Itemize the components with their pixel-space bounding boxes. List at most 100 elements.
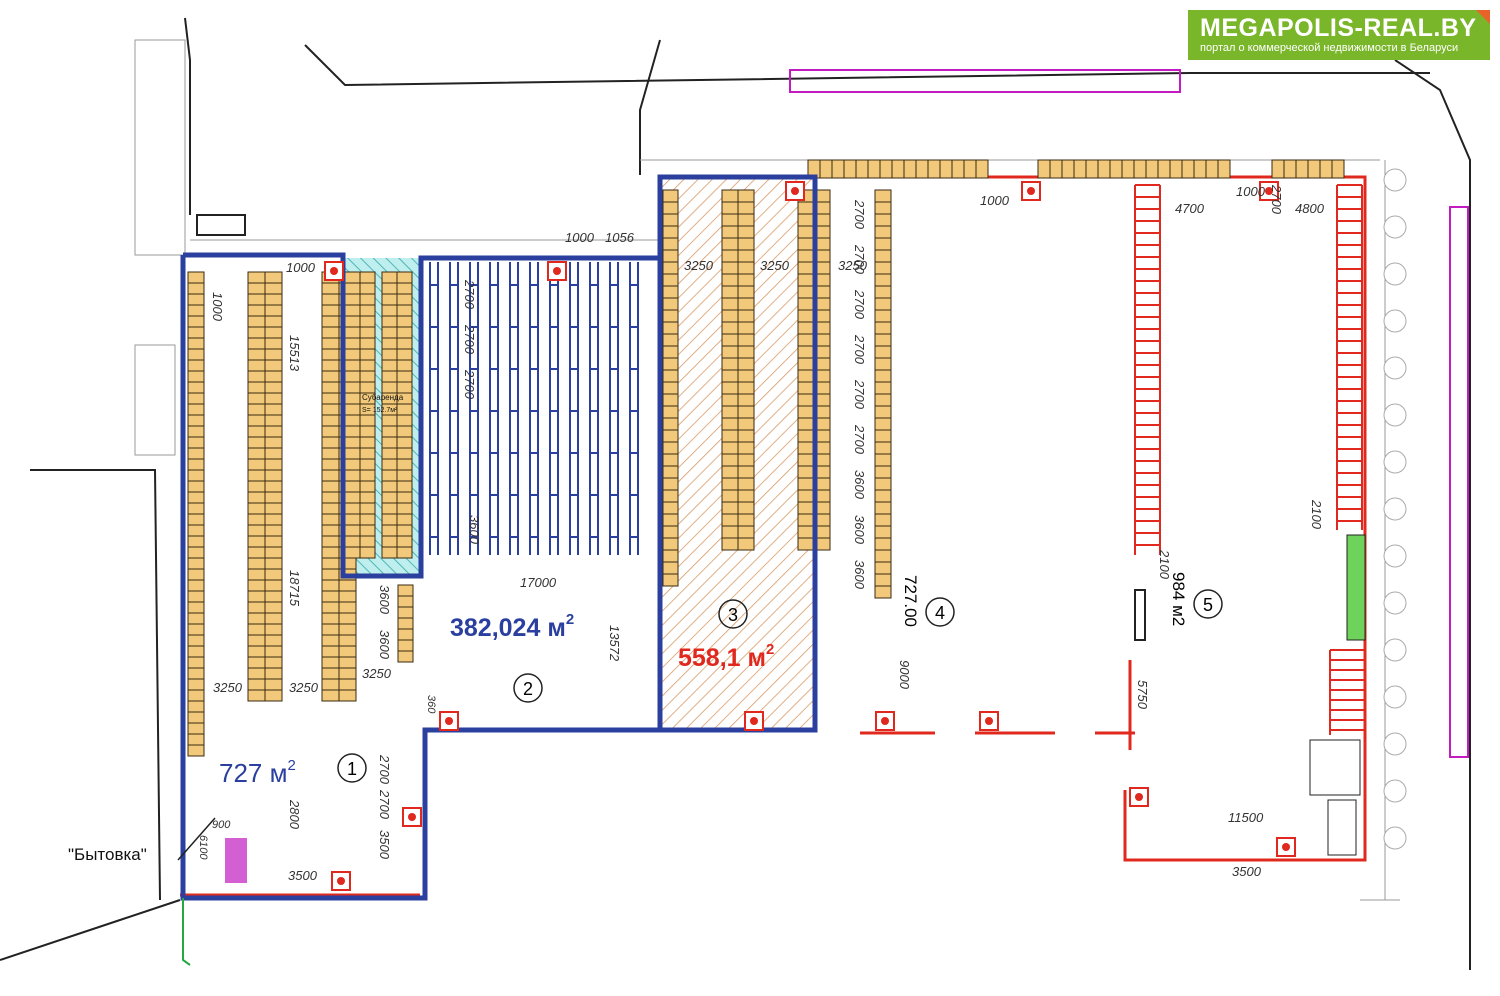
- rack-cell: [843, 159, 857, 179]
- rack-cell: [264, 304, 283, 317]
- dim-3500-a: 3500: [377, 830, 392, 860]
- rack-cell: [264, 282, 283, 295]
- dim-3600-d: 3600: [852, 470, 867, 500]
- rack-cell: [247, 425, 266, 438]
- rack-cell: [359, 524, 376, 537]
- rack-cell: [874, 561, 892, 575]
- rack-cell: [338, 656, 357, 669]
- rack-cell: [737, 441, 755, 455]
- rack-cell: [874, 525, 892, 539]
- rack-cell: [874, 189, 892, 203]
- dim-3250-a: 3250: [213, 680, 243, 695]
- rack-cell: [344, 502, 361, 515]
- rack-cell: [321, 557, 340, 570]
- rack-cell: [831, 159, 845, 179]
- rack-cell: [797, 249, 815, 263]
- rack-cell: [264, 667, 283, 680]
- rack-cell: [321, 689, 340, 702]
- rack-cell: [1283, 159, 1297, 179]
- grid-axis-bubble: [1383, 544, 1407, 568]
- rack-cell: [1097, 159, 1111, 179]
- rack-cell: [344, 436, 361, 449]
- rack-cell: [721, 189, 739, 203]
- rack-cell: [338, 623, 357, 636]
- rack-cell: [721, 213, 739, 227]
- sublease-area-label: S= 152.7м²: [362, 407, 398, 414]
- logo-title: MEGAPOLIS-REAL.BY: [1200, 14, 1477, 42]
- rack-cell: [1133, 159, 1147, 179]
- rack-cell: [187, 711, 205, 724]
- rack-cell: [721, 249, 739, 263]
- rack-cell: [264, 458, 283, 471]
- rack-cell: [874, 537, 892, 551]
- rack-cell: [396, 370, 413, 383]
- rack-cell: [187, 502, 205, 515]
- rack-cell: [396, 425, 413, 438]
- rack-cell: [359, 359, 376, 372]
- rack-cell: [247, 689, 266, 702]
- zone-number-markers: [337, 589, 1223, 783]
- rack-cell: [797, 501, 815, 515]
- rack-cell: [264, 645, 283, 658]
- rack-cell: [264, 326, 283, 339]
- rack-cell: [247, 502, 266, 515]
- dim-17000: 17000: [520, 575, 557, 590]
- zone-1-number: 1: [347, 759, 357, 779]
- parking-strips: [789, 69, 1469, 758]
- rack-cell: [187, 656, 205, 669]
- rack-cell: [187, 524, 205, 537]
- rack-cell: [396, 381, 413, 394]
- rack-cell: [381, 348, 398, 361]
- bytovka-furniture: [225, 838, 247, 883]
- rack-cell: [867, 159, 881, 179]
- rack-cell: [737, 273, 755, 287]
- rack-cell: [247, 381, 266, 394]
- rack-cell: [662, 501, 679, 515]
- rack-cell: [396, 414, 413, 427]
- rack-cell: [187, 590, 205, 603]
- rack-cell: [396, 546, 413, 559]
- rack-cell: [874, 357, 892, 371]
- rack-cell: [1145, 159, 1159, 179]
- rack-cell: [721, 537, 739, 551]
- rack-cell: [874, 477, 892, 491]
- rack-cell: [396, 480, 413, 493]
- rack-cell: [338, 645, 357, 658]
- rack-cell: [874, 393, 892, 407]
- rack-cell: [247, 480, 266, 493]
- rack-cell: [797, 201, 815, 215]
- rack-cell: [187, 282, 205, 295]
- rack-cell: [797, 441, 815, 455]
- rack-cell: [344, 469, 361, 482]
- zone-borders: [180, 174, 818, 901]
- grid-axis-bubble: [1383, 779, 1407, 803]
- rack-cell: [344, 271, 361, 284]
- rack-cell: [975, 159, 989, 179]
- rack-cell: [396, 293, 413, 306]
- rack-cell: [396, 513, 413, 526]
- rack-cell: [359, 535, 376, 548]
- megapolis-logo[interactable]: MEGAPOLIS-REAL.BY портал о коммерческой …: [1188, 10, 1490, 60]
- rack-cell: [344, 491, 361, 504]
- zone-1-area: 727 м2: [219, 757, 296, 788]
- rack-cell: [381, 502, 398, 515]
- rack-cell: [396, 348, 413, 361]
- rack-cell: [662, 537, 679, 551]
- rack-cell: [662, 393, 679, 407]
- rack-cell: [359, 546, 376, 559]
- dim-13572: 13572: [607, 625, 622, 662]
- rack-cell: [737, 201, 755, 215]
- rack-cell: [396, 447, 413, 460]
- rack-cell: [247, 678, 266, 691]
- rack-cell: [721, 369, 739, 383]
- rack-cell: [187, 491, 205, 504]
- rack-cell: [397, 628, 414, 641]
- rack-cell: [396, 326, 413, 339]
- rack-cell: [874, 225, 892, 239]
- rack-cell: [359, 458, 376, 471]
- dim-1056: 1056: [605, 230, 635, 245]
- site-outline: [0, 17, 1471, 970]
- rack-cell: [187, 733, 205, 746]
- rack-cell: [874, 489, 892, 503]
- rack-cell: [187, 634, 205, 647]
